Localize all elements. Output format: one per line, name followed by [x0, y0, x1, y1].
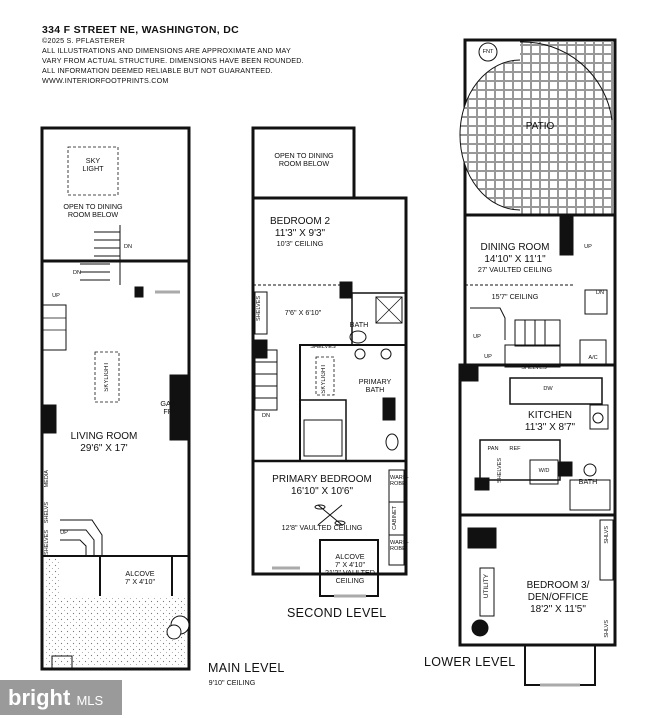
lower-shlvs-label-2: SHLVS — [604, 620, 610, 638]
second-level-title: SECOND LEVEL — [287, 606, 387, 620]
dining-room-label: DINING ROOM — [480, 242, 550, 253]
utility-label: UTILITY — [483, 574, 490, 599]
living-room-dims: 29'6" X 17' — [80, 443, 128, 454]
second-alcove-dims: 7' X 4'10" — [334, 560, 366, 569]
fnt-label: FNT — [482, 49, 494, 55]
washer-dryer-label: W/D — [538, 468, 550, 474]
second-alcove-label: ALCOVE — [335, 552, 365, 561]
watermark-brand: bright — [8, 685, 71, 710]
second-dn-label: DN — [261, 413, 271, 419]
bedroom-2-ceiling: 10'3" CEILING — [276, 239, 324, 248]
disclaimer-line-3: ALL INFORMATION DEEMED RELIABLE BUT NOT … — [42, 66, 273, 75]
lower-up-label-3: UP — [484, 354, 492, 360]
disclaimer-line-2: VARY FROM ACTUAL STRUCTURE. DIMENSIONS H… — [42, 56, 304, 65]
primary-bath-label: PRIMARY BATH — [358, 377, 392, 395]
primary-bedroom-label: PRIMARY BEDROOM — [272, 474, 372, 485]
main-dn-label-1: DN — [123, 244, 133, 250]
dishwasher-label: DW — [543, 386, 553, 392]
hall-dims: 7'6" X 6'10" — [284, 308, 322, 317]
main-shelves-label-2: SHELVES — [44, 530, 50, 555]
bedroom-3-label-b: DEN/OFFICE — [527, 592, 589, 603]
pantry-label: PAN — [487, 446, 499, 452]
cabinet-label: CABINET — [392, 506, 398, 530]
lower-level-plan — [458, 38, 617, 687]
main-up-label-2: UP — [60, 530, 68, 536]
bedroom-3-label: BEDROOM 3/ — [526, 580, 590, 591]
bedroom-2-dims: 11'3" X 9'3" — [274, 228, 326, 239]
disclaimer-line-1: ALL ILLUSTRATIONS AND DIMENSIONS ARE APP… — [42, 46, 291, 55]
kitchen-dims: 11'3" X 8'7" — [524, 422, 576, 433]
second-shelves-label: SHELVES — [256, 296, 262, 321]
wardrobe-label-1: WARD-ROBE — [390, 475, 409, 488]
lower-shelves-label-2: SHELVES — [497, 458, 503, 483]
second-level-plan — [251, 126, 408, 598]
gas-fireplace-label: GAS FP — [160, 399, 176, 417]
second-bath-label: BATH — [349, 320, 369, 329]
media-label: MEDIA — [44, 470, 50, 488]
main-shelves-label-1: SHELVS — [44, 502, 50, 524]
main-alcove-dims: 7' X 4'10" — [124, 577, 156, 586]
dining-room-ceiling-2: 15'7" CEILING — [491, 292, 539, 301]
main-level-plan — [40, 126, 191, 671]
main-open-to-dining-label: OPEN TO DINING ROOM BELOW — [63, 202, 123, 220]
second-open-to-dining-label: OPEN TO DINING ROOM BELOW — [274, 151, 334, 169]
lower-shelves-label: SHELVES — [521, 365, 547, 371]
main-up-label-1: UP — [52, 293, 60, 299]
primary-bedroom-ceiling: 12'8" VAULTED CEILING — [281, 523, 363, 532]
lower-level-title: LOWER LEVEL — [424, 655, 516, 669]
bedroom-3-dims: 18'2" X 11'5" — [530, 604, 586, 615]
ac-label: A/C — [588, 355, 598, 361]
kitchen-label: KITCHEN — [528, 410, 572, 421]
main-alcove-label: ALCOVE — [125, 569, 155, 578]
wardrobe-label-2: WARD-ROBE — [390, 540, 409, 553]
lower-dn-label: DN — [595, 290, 605, 296]
lower-up-label-2: UP — [473, 334, 481, 340]
lower-bath-label: BATH — [578, 477, 598, 486]
patio-label: PATIO — [525, 121, 555, 132]
copyright: ©2025 S. PFLASTERER — [42, 36, 125, 45]
second-shelves-label-2: SHELVES — [310, 344, 336, 350]
website: WWW.INTERIORFOOTPRINTS.COM — [42, 76, 169, 85]
second-skylight-label: SKYLIGHT — [321, 364, 327, 394]
lower-up-label-1: UP — [584, 244, 592, 250]
main-skylight-top-label: SKY LIGHT — [82, 156, 104, 174]
lower-shlvs-label-1: SHLVS — [604, 526, 610, 544]
dining-room-dims: 14'10" X 11'1" — [484, 254, 546, 265]
refrigerator-label: REF — [509, 446, 521, 452]
dining-room-ceiling: 27' VAULTED CEILING — [477, 265, 553, 274]
bedroom-2-label: BEDROOM 2 — [269, 216, 331, 227]
main-level-ceiling: 9'10" CEILING — [208, 678, 256, 687]
main-dn-label-2: DN — [72, 270, 82, 276]
living-room-label: LIVING ROOM — [70, 431, 138, 442]
property-address: 334 F STREET NE, WASHINGTON, DC — [42, 24, 239, 36]
second-alcove-ceiling: 21'2" VAULTED CEILING — [325, 568, 375, 586]
plan-header: 334 F STREET NE, WASHINGTON, DC ©2025 S.… — [42, 24, 382, 86]
main-skylight-label: SKYLIGHT — [104, 362, 110, 392]
primary-bedroom-dims: 16'10" X 10'6" — [290, 486, 354, 497]
mls-watermark: bright MLS — [0, 680, 122, 715]
main-level-title: MAIN LEVEL — [208, 661, 285, 675]
watermark-suffix: MLS — [76, 693, 104, 708]
